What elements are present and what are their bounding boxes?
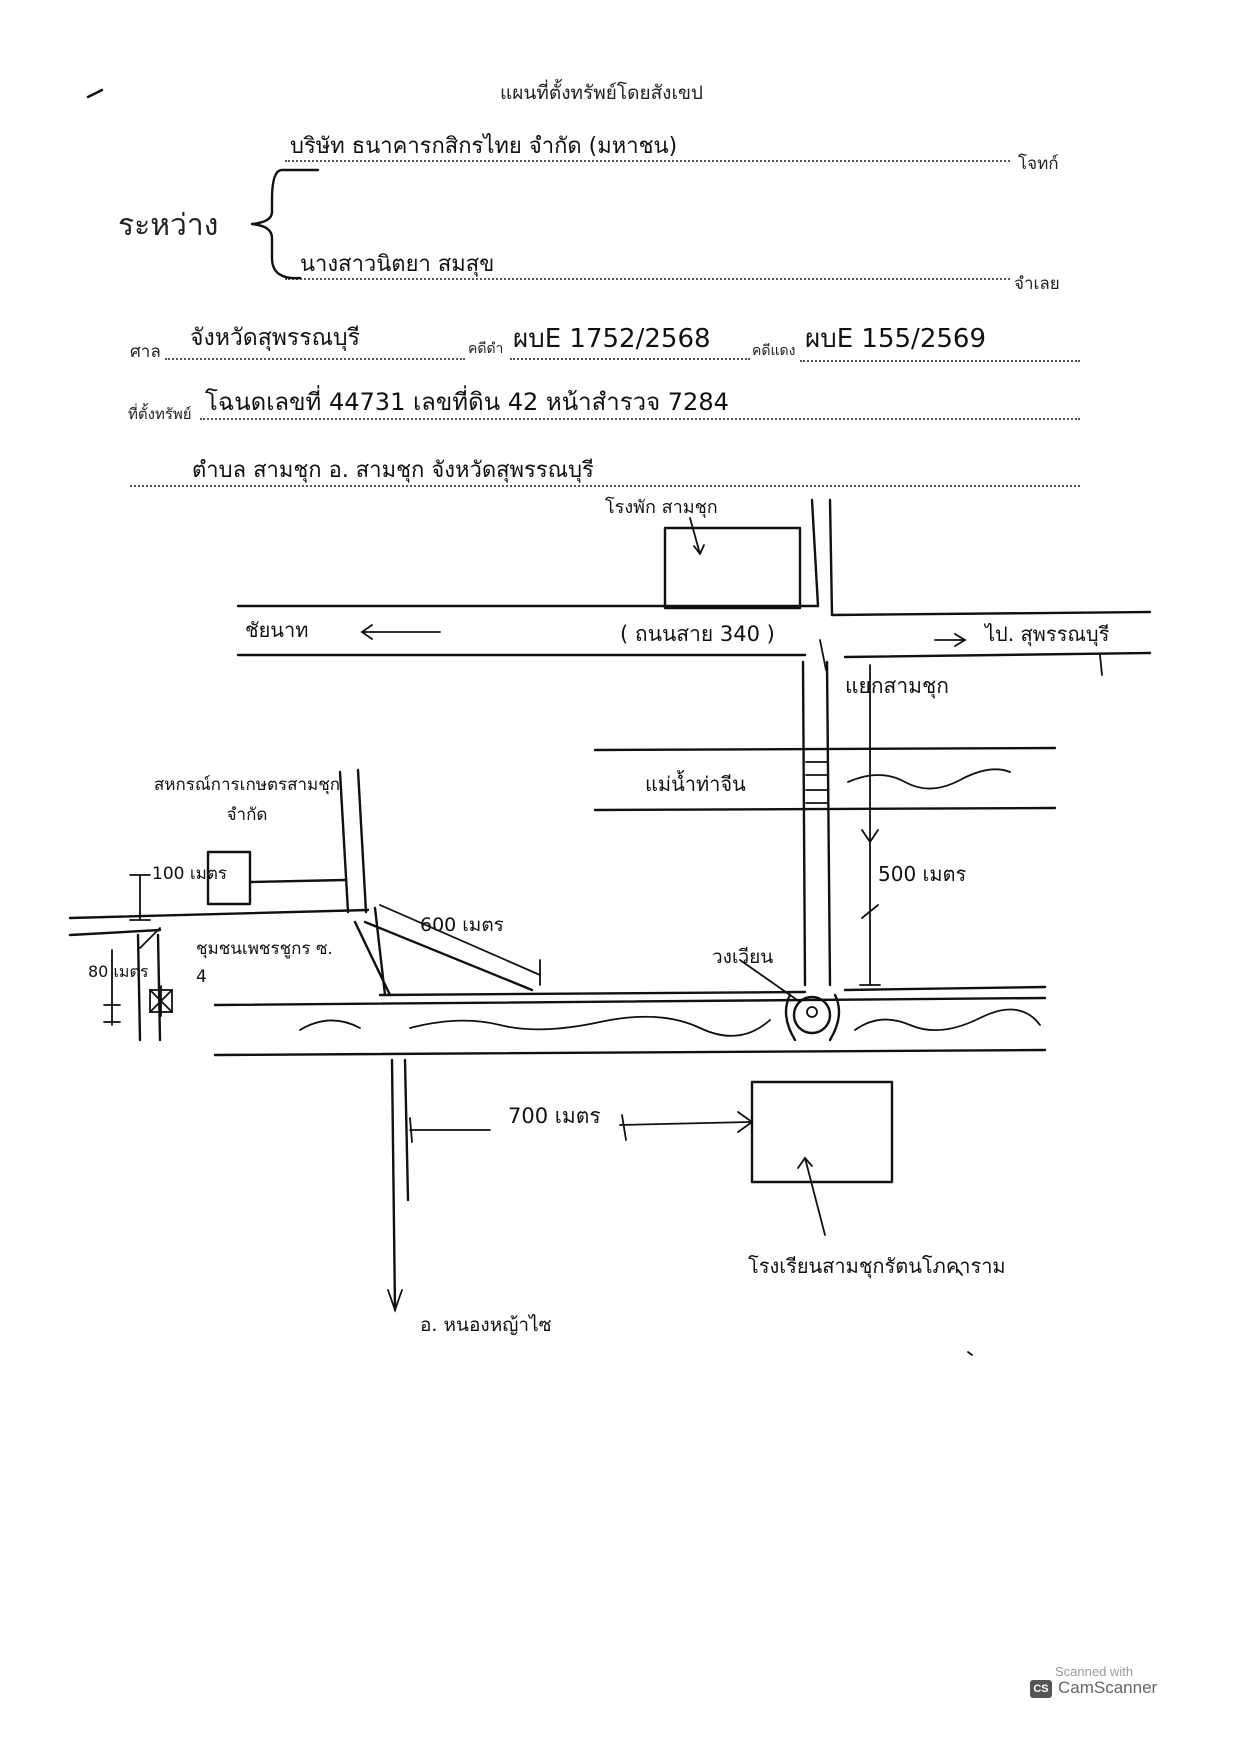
- coop-building: [206, 850, 252, 906]
- junction-road: [801, 660, 832, 987]
- location-dotted-line-1: [200, 418, 1080, 420]
- highway-label: ( ถนนสาย 340 ): [620, 622, 775, 646]
- samchuk-junction-label: แยกสามชุก: [845, 674, 949, 698]
- to-nong-ya-sai-label: อ. หนองหญ้าไซ: [420, 1314, 552, 1336]
- black-case-label: คดีดำ: [468, 341, 504, 357]
- plaintiff-role-label: โจทก์: [1018, 154, 1059, 174]
- police-station-building: [663, 526, 802, 610]
- court-dotted-line: [165, 358, 465, 360]
- defendant-dotted-line: [285, 278, 1010, 280]
- school-building: [750, 1080, 894, 1184]
- clock-tower-label: วงเวียน: [712, 946, 774, 968]
- red-case-dotted-line: [800, 360, 1080, 362]
- plaintiff-name: บริษัท ธนาคารกสิกรไทย จำกัด (มหาชน): [290, 134, 678, 159]
- location-line-1: โฉนดเลขที่ 44731 เลขที่ดิน 42 หน้าสำรวจ …: [205, 388, 729, 416]
- red-case-value: ผบE 155/2569: [805, 324, 986, 354]
- roundabout: [739, 959, 841, 1042]
- defendant-name: นางสาวนิตยา สมสุข: [300, 252, 495, 277]
- black-case-value: ผบE 1752/2568: [513, 324, 711, 354]
- diagonal-road: [353, 904, 541, 997]
- between-label: ระหว่าง: [118, 208, 219, 243]
- red-case-label: คดีแดง: [752, 343, 796, 359]
- police-station-label: โรงพัก สามชุก: [605, 497, 718, 518]
- distance-100-label: 100 เมตร: [152, 864, 228, 884]
- highway-340-road: [236, 604, 1152, 659]
- distance-700-label: 700 เมตร: [508, 1104, 601, 1128]
- camscanner-logo-icon: CS: [1030, 1680, 1052, 1698]
- to-chainat-label: ชัยนาท: [245, 618, 309, 642]
- to-suphanburi-label: ไป. สุพรรณบุรี: [985, 622, 1110, 646]
- scanned-with-text: Scanned with: [1055, 1664, 1134, 1679]
- location-line-2: ตำบล สามชุก อ. สามชุก จังหวัดสุพรรณบุรี: [192, 458, 594, 483]
- community-label: ชุมชนเพชรชูกร ซ. 4: [196, 939, 333, 987]
- river-north-section: [593, 746, 1057, 812]
- school-label: โรงเรียนสามชุกรัตนโภคาราม: [748, 1254, 1006, 1278]
- distance-600-label: 600 เมตร: [420, 914, 504, 936]
- camscanner-brand: CamScanner: [1058, 1678, 1158, 1697]
- river-label: แม่น้ำท่าจีน: [645, 772, 746, 796]
- document-title: แผนที่ตั้งทรัพย์โดยสังเขป: [500, 82, 703, 104]
- black-case-dotted-line: [510, 358, 750, 360]
- river-road: [213, 985, 1047, 1057]
- south-road: [387, 1058, 410, 1313]
- north-road: [810, 498, 834, 617]
- defendant-role-label: จำเลย: [1014, 274, 1060, 294]
- court-label: ศาล: [130, 342, 161, 362]
- distance-80-label: 80 เมตร: [88, 962, 149, 981]
- coop-label: สหกรณ์การเกษตรสามชุก จำกัด: [153, 775, 341, 825]
- location-dotted-line-2: [130, 485, 1080, 487]
- location-label: ที่ตั้งทรัพย์: [128, 405, 192, 423]
- distance-500-label: 500 เมตร: [878, 862, 967, 886]
- plaintiff-dotted-line: [285, 160, 1010, 162]
- west-road: [68, 768, 370, 937]
- court-value: จังหวัดสุพรรณบุรี: [190, 325, 360, 351]
